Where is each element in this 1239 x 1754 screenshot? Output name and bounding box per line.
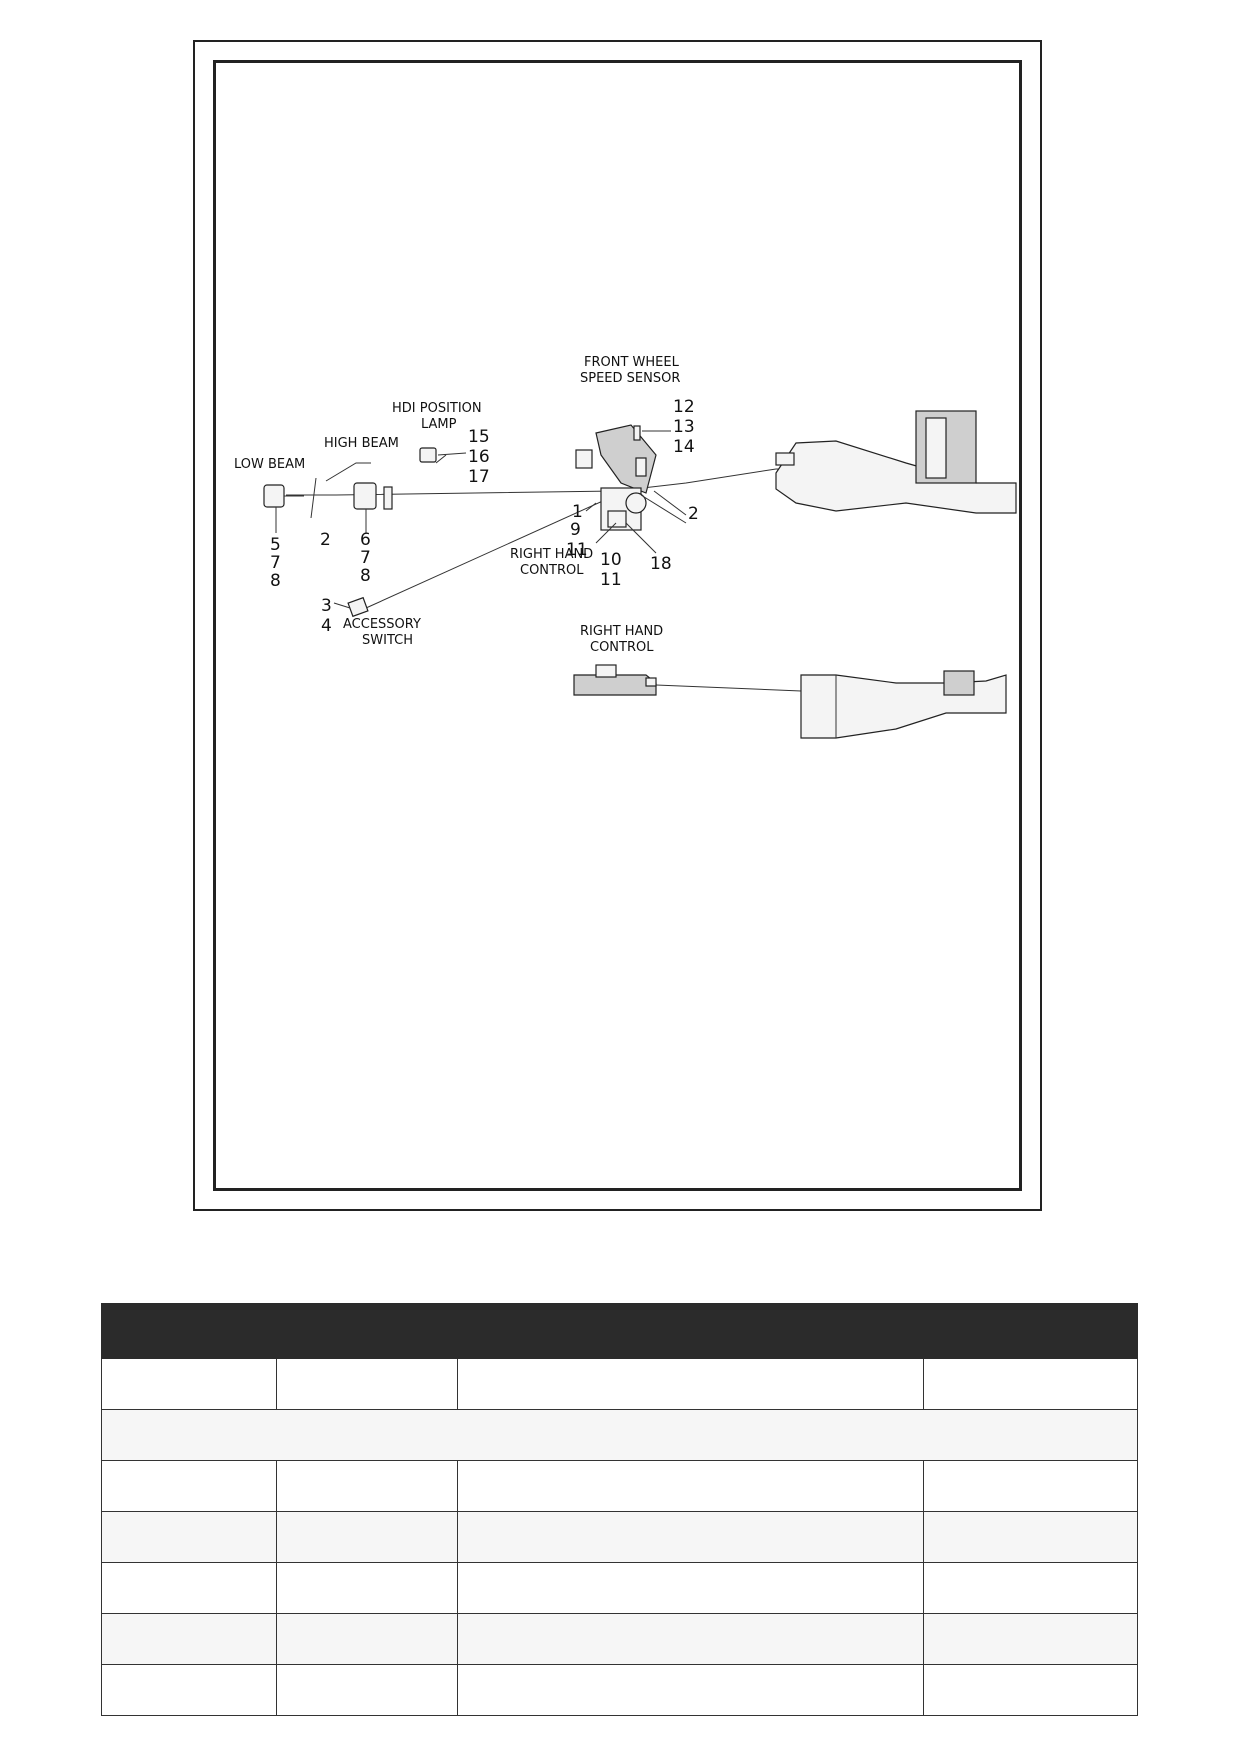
- table-header-row: [101, 1303, 1138, 1359]
- hdi-lamp-connector: [419, 447, 437, 463]
- table-header-cell: [457, 1303, 924, 1359]
- callout-6: 6: [360, 530, 371, 550]
- callout-13: 13: [673, 417, 695, 437]
- table-header-cell: [923, 1303, 1138, 1359]
- right-hand-control-lower-label: RIGHT HAND: [580, 624, 663, 639]
- front-wheel-speed-sensor-label: FRONT WHEEL: [584, 355, 680, 370]
- harness-trunk-upper: [775, 440, 1017, 514]
- callout-10: 10: [600, 550, 622, 570]
- accessory-switch-label-2: SWITCH: [362, 633, 413, 648]
- table-cell: [101, 1460, 277, 1512]
- table-header-cell: [276, 1303, 458, 1359]
- table-cell: [923, 1358, 1138, 1410]
- table-cell: [101, 1511, 277, 1563]
- front-wheel-speed-sensor-label-2: SPEED SENSOR: [580, 371, 680, 386]
- callout-14: 14: [673, 437, 695, 457]
- table-cell: [923, 1664, 1138, 1716]
- callout-2-sensor: 2: [688, 504, 699, 524]
- callout-11-upper: 11: [566, 540, 588, 560]
- table-cell: [276, 1460, 458, 1512]
- callout-15: 15: [468, 427, 490, 447]
- table-row: [101, 1613, 1138, 1665]
- callout-5: 5: [270, 535, 281, 555]
- table-cell: [276, 1664, 458, 1716]
- table-cell: [457, 1358, 924, 1410]
- table-cell: [276, 1562, 458, 1614]
- accessory-switch-label: ACCESSORY: [343, 617, 421, 632]
- table-cell: [457, 1562, 924, 1614]
- table-cell: [101, 1358, 277, 1410]
- callout-1: 1: [572, 502, 583, 522]
- table-cell: [923, 1460, 1138, 1512]
- callout-16: 16: [468, 447, 490, 467]
- callout-7-low: 7: [270, 553, 281, 573]
- table-cell: [457, 1664, 924, 1716]
- high-beam-connector: [353, 482, 377, 510]
- callout-7-high: 7: [360, 548, 371, 568]
- callout-18: 18: [650, 554, 672, 574]
- figure-frame: FRONT WHEEL SPEED SENSOR HDI POSITION LA…: [193, 40, 1042, 1211]
- table-cell: [276, 1358, 458, 1410]
- table-section-row: [101, 1409, 1138, 1461]
- low-beam-label: LOW BEAM: [234, 457, 305, 472]
- lamp-wire: [435, 454, 447, 464]
- low-beam-connector: [263, 484, 285, 508]
- table-section-cell: [101, 1409, 1138, 1461]
- right-hand-control-lower-label-2: CONTROL: [590, 640, 654, 655]
- table-cell: [276, 1613, 458, 1665]
- table-row: [101, 1664, 1138, 1716]
- rhc-lower-wire: [655, 684, 802, 692]
- table-cell: [101, 1664, 277, 1716]
- high-beam-wire: [325, 462, 371, 482]
- callout-12: 12: [673, 397, 695, 417]
- callout-2-wire: 2: [320, 530, 331, 550]
- callout-8-low: 8: [270, 571, 281, 591]
- callout-3: 3: [321, 596, 332, 616]
- table-cell: [457, 1460, 924, 1512]
- front-wheel-sensor-bracket: [595, 424, 657, 494]
- table-cell: [457, 1613, 924, 1665]
- accessory-switch-connector: [347, 596, 369, 618]
- table-cell: [101, 1562, 277, 1614]
- right-hand-control-label-2: CONTROL: [520, 563, 584, 578]
- harness-trunk-lower: [800, 674, 1007, 739]
- table-cell: [276, 1511, 458, 1563]
- table-cell: [923, 1511, 1138, 1563]
- high-beam-label: HIGH BEAM: [324, 436, 399, 451]
- callout-11-lower: 11: [600, 570, 622, 590]
- table-row: [101, 1511, 1138, 1563]
- right-hand-control-label: RIGHT HAND: [510, 547, 593, 562]
- table-row: [101, 1358, 1138, 1410]
- wiring-diagram: FRONT WHEEL SPEED SENSOR HDI POSITION LA…: [234, 355, 1017, 739]
- callout-4: 4: [321, 616, 332, 636]
- parts-table: [101, 1303, 1138, 1716]
- right-hand-control-module: [573, 674, 657, 696]
- callout-8-high: 8: [360, 566, 371, 586]
- accessory-wire: [365, 494, 617, 609]
- table-cell: [923, 1562, 1138, 1614]
- callout-17: 17: [468, 467, 490, 487]
- hdi-position-lamp-label-2: LAMP: [421, 417, 457, 432]
- hdi-position-lamp-label: HDI POSITION: [392, 401, 482, 416]
- table-row: [101, 1562, 1138, 1614]
- table-cell: [457, 1511, 924, 1563]
- table-cell: [923, 1613, 1138, 1665]
- figure-inner-frame: FRONT WHEEL SPEED SENSOR HDI POSITION LA…: [213, 60, 1022, 1191]
- table-row: [101, 1460, 1138, 1512]
- table-header-cell: [101, 1303, 277, 1359]
- table-cell: [101, 1613, 277, 1665]
- callout-9: 9: [570, 520, 581, 540]
